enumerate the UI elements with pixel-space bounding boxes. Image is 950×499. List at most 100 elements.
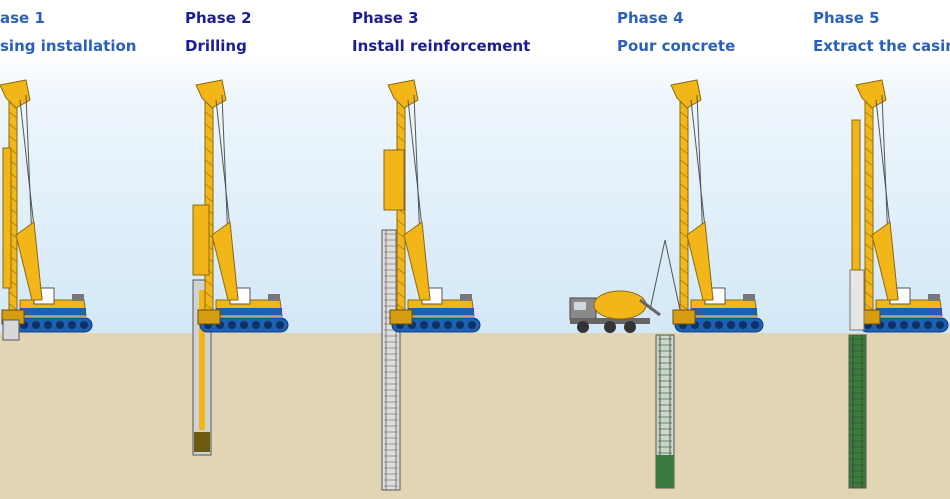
mast-lattice	[396, 291, 406, 299]
mast-lattice	[679, 279, 689, 287]
mast-lattice	[864, 207, 874, 215]
mast-lattice	[396, 111, 406, 119]
mast-lattice	[204, 159, 214, 167]
mast-lattice	[204, 279, 214, 287]
boom-arm	[15, 221, 43, 301]
mast-lattice	[679, 255, 689, 263]
track-wheel	[264, 321, 272, 329]
truck-wheel	[577, 321, 589, 333]
ground	[0, 333, 950, 499]
mast-lattice	[679, 171, 689, 179]
engine-housing	[268, 294, 280, 301]
kelly-bar	[851, 119, 861, 271]
mast-lattice	[204, 135, 214, 143]
mast-lattice	[8, 111, 18, 119]
track-wheel	[888, 321, 896, 329]
drill-kelly	[199, 290, 205, 430]
mast-lattice	[679, 219, 689, 227]
mast-lattice	[679, 303, 689, 311]
mast-lattice	[864, 195, 874, 203]
boom-arm	[871, 221, 899, 301]
mast-lattice	[864, 159, 874, 167]
mast-lattice	[396, 243, 406, 251]
mast-head	[387, 79, 419, 109]
mast-lattice	[8, 135, 18, 143]
phase-1-rig	[0, 79, 93, 333]
phase-1-title: ase 1	[0, 9, 45, 27]
track-wheel	[751, 321, 759, 329]
track-wheel	[432, 321, 440, 329]
boom-arm	[211, 221, 239, 301]
mast-lattice	[8, 303, 18, 311]
body-stripe	[691, 308, 757, 315]
mast-lattice	[204, 183, 214, 191]
mast-lattice	[864, 279, 874, 287]
mast-head	[0, 79, 31, 109]
mast-lattice	[679, 267, 689, 275]
mast-lattice	[396, 255, 406, 263]
mast-lattice	[679, 159, 689, 167]
mast-lattice	[396, 123, 406, 131]
mast	[864, 91, 874, 319]
track-wheel	[900, 321, 908, 329]
mast-lattice	[679, 195, 689, 203]
mast-lattice	[679, 123, 689, 131]
mast-lattice	[396, 135, 406, 143]
track-wheel	[32, 321, 40, 329]
track-wheel	[468, 321, 476, 329]
track-wheel	[68, 321, 76, 329]
mast-lattice	[679, 183, 689, 191]
mast-lattice	[864, 183, 874, 191]
mast-head	[670, 79, 702, 109]
mast-lattice	[864, 135, 874, 143]
mast-lattice	[204, 291, 214, 299]
phase-1-caption: sing installation	[0, 37, 137, 55]
engine-housing	[928, 294, 940, 301]
mast-lattice	[679, 291, 689, 299]
rotary-drive	[672, 309, 696, 325]
phase-3-reinforcement-cage	[381, 229, 401, 491]
track-wheel	[44, 321, 52, 329]
engine-housing	[460, 294, 472, 301]
mast-lattice	[679, 147, 689, 155]
mast-lattice	[679, 111, 689, 119]
track-wheel	[276, 321, 284, 329]
mast-lattice	[396, 267, 406, 275]
phase-4-caption: Pour concrete	[617, 37, 736, 55]
engine-housing	[72, 294, 84, 301]
track-wheel	[228, 321, 236, 329]
mast-lattice	[679, 231, 689, 239]
mast-lattice	[396, 231, 406, 239]
mast-lattice	[8, 291, 18, 299]
mast-lattice	[679, 243, 689, 251]
track-wheel	[703, 321, 711, 329]
track-wheel	[924, 321, 932, 329]
mast-lattice	[204, 123, 214, 131]
mast-lattice	[864, 111, 874, 119]
mast-lattice	[679, 135, 689, 143]
phase-2-caption: Drilling	[185, 37, 247, 55]
mast-lattice	[396, 219, 406, 227]
boom-arm	[403, 221, 431, 301]
mast-lattice	[204, 171, 214, 179]
phase-2-title: Phase 2	[185, 9, 252, 27]
mast-lattice	[864, 147, 874, 155]
body-stripe	[408, 308, 474, 315]
phase-4-title: Phase 4	[617, 9, 684, 27]
mast-lattice	[204, 303, 214, 311]
phase-5-title: Phase 5	[813, 9, 880, 27]
mast-head	[855, 79, 887, 109]
mast-head	[195, 79, 227, 109]
drill-bucket	[194, 432, 210, 452]
mast-lattice	[396, 303, 406, 311]
track-wheel	[80, 321, 88, 329]
sky-background	[0, 55, 950, 333]
track-wheel	[739, 321, 747, 329]
body-stripe	[216, 308, 282, 315]
borehole	[2, 319, 20, 341]
boom-arm	[686, 221, 714, 301]
engine-housing	[743, 294, 755, 301]
phase-1-casing	[2, 319, 20, 341]
tremie-rope	[649, 239, 666, 311]
track-wheel	[912, 321, 920, 329]
